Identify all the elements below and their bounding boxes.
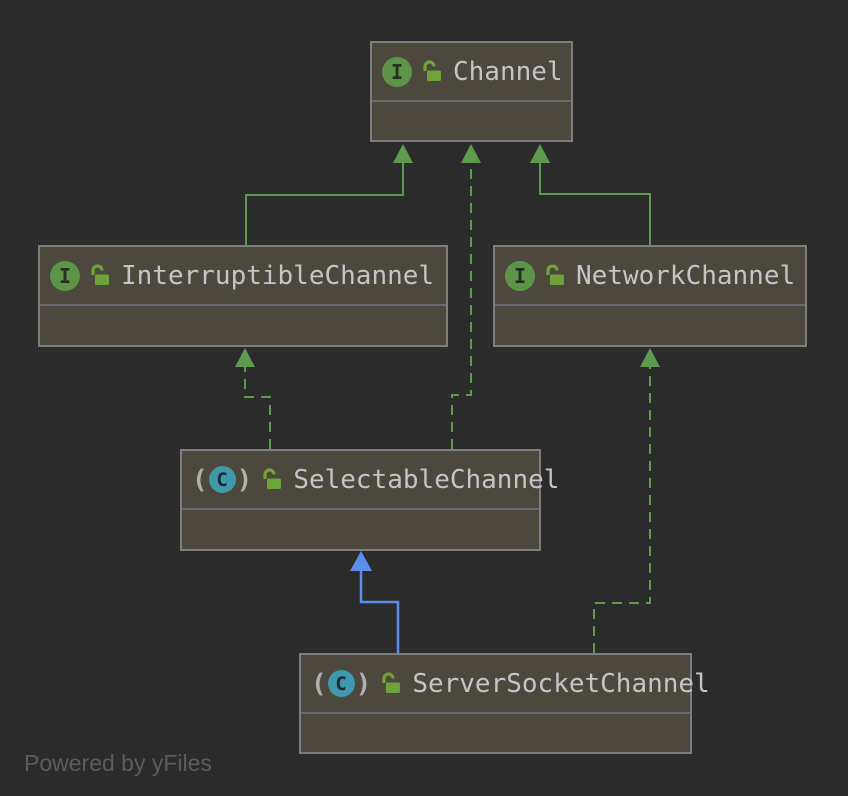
class-circle: C: [327, 670, 355, 697]
edge-selectablechannel-implements-channel[interactable]: [451, 144, 481, 449]
abstract-class-icon: ( C ): [192, 466, 252, 493]
edge-selectablechannel-implements-interruptiblechannel[interactable]: [235, 348, 271, 449]
arrowhead-icon: [235, 348, 255, 367]
node-body: [495, 304, 805, 345]
node-header: I InterruptibleChannel: [40, 247, 446, 304]
class-node-network-channel[interactable]: I NetworkChannel: [493, 245, 807, 347]
abstract-paren: (: [192, 464, 208, 495]
node-label: NetworkChannel: [576, 260, 796, 291]
abstract-paren: ): [236, 464, 253, 495]
node-header: ( C ) ServerSocketChannel: [301, 655, 710, 712]
class-node-selectable-channel[interactable]: ( C ) SelectableChannel: [180, 449, 559, 551]
public-open-lock-icon: [546, 264, 564, 285]
node-body: [301, 712, 690, 752]
arrowhead-icon: [530, 144, 550, 163]
abstract-paren: ): [355, 668, 372, 699]
interface-icon: I: [50, 260, 80, 291]
public-open-lock-icon: [263, 468, 282, 489]
node-header: ( C ) SelectableChannel: [182, 451, 559, 508]
class-circle: C: [208, 466, 236, 493]
node-header: I Channel: [372, 43, 571, 100]
class-node-server-socket-channel[interactable]: ( C ) ServerSocketChannel: [299, 653, 710, 754]
edge-serversocketchannel-implements-networkchannel[interactable]: [593, 348, 660, 653]
arrowhead-icon: [393, 144, 413, 163]
yfiles-watermark: Powered by yFiles: [24, 750, 212, 776]
abstract-class-icon: ( C ): [311, 670, 371, 697]
interface-icon: I: [382, 56, 412, 87]
node-label: Channel: [453, 56, 563, 87]
class-node-channel[interactable]: I Channel: [370, 41, 573, 142]
class-node-interruptible-channel[interactable]: I InterruptibleChannel: [38, 245, 448, 347]
public-open-lock-icon: [91, 264, 109, 285]
node-body: [372, 100, 571, 140]
node-header: I NetworkChannel: [495, 247, 805, 304]
node-label: InterruptibleChannel: [121, 260, 435, 291]
arrowhead-icon: [640, 348, 660, 367]
edge-networkchannel-extends-channel[interactable]: [530, 144, 651, 245]
arrowhead-icon: [350, 551, 372, 571]
public-open-lock-icon: [382, 672, 401, 693]
node-label: ServerSocketChannel: [412, 668, 710, 699]
node-label: SelectableChannel: [293, 464, 560, 495]
arrowhead-icon: [461, 144, 481, 163]
edge-serversocketchannel-extends-selectablechannel[interactable]: [350, 551, 400, 653]
node-body: [182, 508, 539, 549]
edge-interruptiblechannel-extends-channel[interactable]: [245, 144, 413, 245]
abstract-paren: (: [311, 668, 327, 699]
node-body: [40, 304, 446, 345]
interface-icon: I: [505, 260, 535, 291]
public-open-lock-icon: [423, 60, 441, 81]
